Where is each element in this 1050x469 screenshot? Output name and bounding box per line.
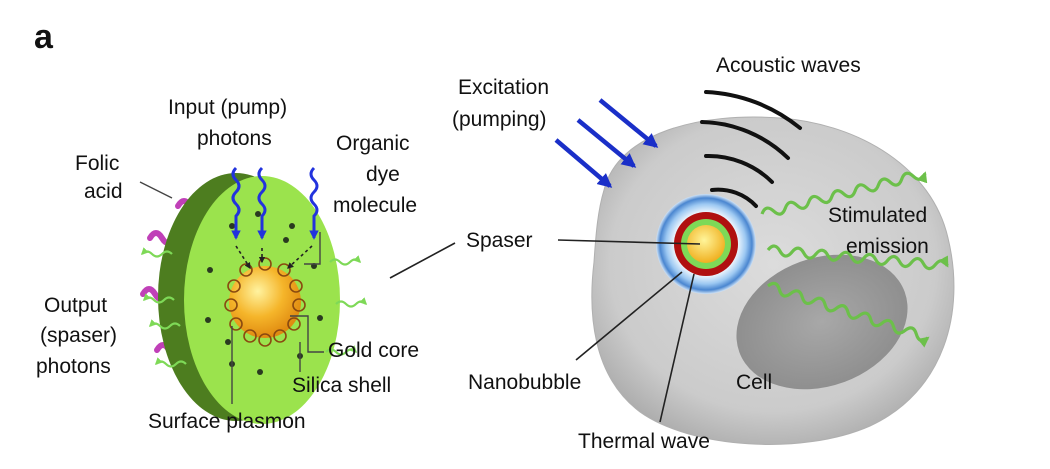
organic-dye-label-1: Organic [336,132,410,155]
organic-dye-label-3: molecule [333,194,417,217]
input-photons-label-1: Input (pump) [168,96,287,119]
connector-line [389,242,456,279]
excitation-arrows [554,98,659,188]
right-leader-lines [557,239,701,423]
output-photons-label-1: Output [44,294,107,317]
folic-acid-label-1: Folic [75,152,119,175]
energy-transfer-arrows [235,245,313,270]
cell-label: Cell [736,371,772,394]
surface-plasmon-label: Surface plasmon [148,410,306,433]
thermal-wave-label: Thermal wave [578,430,710,453]
output-photons-label-3: photons [36,355,111,378]
output-photons-label-2: (spaser) [40,324,117,347]
silica-shell-label: Silica shell [292,374,391,397]
stimulated-emission-label-1: Stimulated [828,204,927,227]
gold-core-label: Gold core [328,339,419,362]
acoustic-waves-label: Acoustic waves [716,54,861,77]
gold-core [229,266,301,338]
acoustic-waves [700,90,802,208]
left-leader-lines [139,181,324,404]
spaser-particle: Input (pump) photons Folic acid Organic … [36,96,419,433]
excitation-label-2: (pumping) [452,108,547,131]
surface-plasmon-charges [224,257,306,347]
output-photons [140,247,368,368]
spaser-label: Spaser [466,229,533,252]
cell-scene: Excitation (pumping) Acoustic waves Spas… [452,54,955,453]
stimulated-emission-label-2: emission [846,235,929,258]
folic-acid-label-2: acid [84,180,123,203]
nanobubble-label: Nanobubble [468,371,581,394]
spaser-core [687,225,725,263]
pump-photons [231,166,319,240]
input-photons-label-2: photons [197,127,272,150]
organic-dye-label-2: dye [366,163,400,186]
panel-label: a [34,18,54,56]
stimulated-emission-waves [760,171,949,348]
excitation-label-1: Excitation [458,76,549,99]
